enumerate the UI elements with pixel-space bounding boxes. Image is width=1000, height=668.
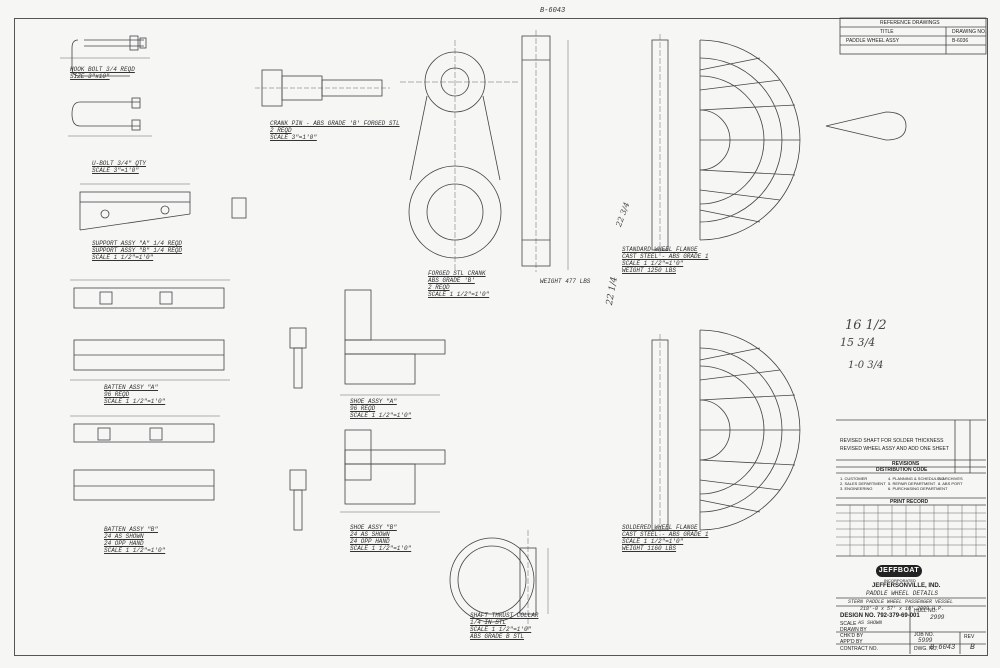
distribution-item-6: 6. PURCHASING DEPARTMENT xyxy=(888,486,948,491)
forged-crank-label: FORGED STL CRANK ABS GRADE 'B' 2 REQD SC… xyxy=(428,270,490,298)
hull-value: 2999 xyxy=(930,614,945,621)
u-bolt-label: U-BOLT 3/4" QTY SCALE 3"=1'0" xyxy=(92,160,147,174)
handwritten-note-1: 16 1/2 xyxy=(845,318,887,333)
scale-value: AS SHOWN xyxy=(858,620,883,626)
distribution-item-3: 3. ENGINEERING xyxy=(840,486,873,491)
job-value: 5999 xyxy=(918,637,933,644)
drawing-border xyxy=(14,18,988,656)
rev-label: REV xyxy=(964,634,975,640)
batten-a-label: BATTEN ASSY "A" 96 REQD SCALE 1 1/2"=1'0… xyxy=(104,384,166,405)
distribution-header: DISTRIBUTION CODE xyxy=(876,467,928,473)
title-line-1: PADDLE WHEEL DETAILS xyxy=(866,590,939,597)
jeffboat-logo: JEFFBOAT xyxy=(876,565,922,577)
hook-bolt-label: HOOK BOLT 3/4 REQD SIZE 3"x10" xyxy=(70,66,135,80)
revisions-header: REVISIONS xyxy=(892,461,920,467)
distribution-item-2: 2. SALES DEPARTMENT xyxy=(840,481,886,486)
distribution-item-7: 7. ARCHIVES xyxy=(938,476,963,481)
reference-header: REFERENCE DRAWINGS xyxy=(880,20,940,26)
revision-line-1: REVISED SHAFT FOR SOLDER THICKNESS xyxy=(840,438,944,444)
reference-col-drawing: DRAWING NO. xyxy=(952,29,987,35)
company-sub: INCORPORATED xyxy=(884,578,916,583)
distribution-item-4: 4. PLANNING & SCHEDULING xyxy=(888,476,945,481)
revision-line-2: REVISED WHEEL ASSY AND ADD ONE SHEET xyxy=(840,446,949,452)
print-record-header: PRINT RECORD xyxy=(890,499,929,505)
handwritten-note-3: 1-0 3/4 xyxy=(848,360,884,371)
approved-label: APP'D BY xyxy=(840,639,863,645)
handwritten-note-2: 15 3/4 xyxy=(840,336,876,349)
dwg-label: DWG. NO. xyxy=(914,646,938,652)
title-line-3: 218'-0 x 57' x 16' 2000 H.P. xyxy=(860,606,945,612)
batten-b-label: BATTEN ASSY "B" 24 AS SHOWN 24 OPP HAND … xyxy=(104,526,166,554)
reference-row-number: B-6036 xyxy=(952,38,969,44)
distribution-item-1: 1. CUSTOMER xyxy=(840,476,868,481)
thrust-collar-label: SHAFT THRUST COLLAR 1/4 IN STL SCALE 1 1… xyxy=(470,612,539,640)
distribution-item-5: 5. REPAIR DEPARTMENT xyxy=(888,481,936,486)
title-line-2: STERN PADDLE WHEEL PASSENGER VESSEL xyxy=(848,599,954,605)
company-city: JEFFERSONVILLE, IND. xyxy=(872,583,941,589)
support-label: SUPPORT ASSY "A" 1/4 REQD SUPPORT ASSY "… xyxy=(92,240,183,261)
reference-row-title: PADDLE WHEEL ASSY xyxy=(846,38,900,44)
reference-col-title: TITLE xyxy=(880,29,894,35)
shoe-a-label: SHOE ASSY "A" 96 REQD SCALE 1 1/2"=1'0" xyxy=(350,398,412,419)
checked-label: CHK'D BY xyxy=(840,633,864,639)
distribution-item-8: 8. ABS PORT xyxy=(938,481,963,486)
design-number: DESIGN NO. 792-379-69-001 xyxy=(840,613,920,619)
scale-label: SCALE xyxy=(840,621,857,627)
contract-label: CONTRACT NO. xyxy=(840,646,878,652)
top-flange-label: STANDARD WHEEL FLANGE CAST STEEL - ABS G… xyxy=(622,246,709,274)
shoe-b-label: SHOE ASSY "B" 24 AS SHOWN 24 OPP HAND SC… xyxy=(350,524,412,552)
dwg-value: B-6043 xyxy=(930,644,956,652)
job-label: JOB NO. xyxy=(914,632,935,638)
corner-number: B-6043 xyxy=(540,7,566,15)
rev-value: B xyxy=(970,643,975,652)
bottom-flange-label: SOLDERED WHEEL FLANGE CAST STEEL - ABS G… xyxy=(622,524,709,552)
hull-label: HULL NO. xyxy=(914,608,937,614)
drawn-label: DRAWN BY xyxy=(840,627,867,633)
crank-pin-label: CRANK PIN - ABS GRADE 'B' FORGED STL 2 R… xyxy=(270,120,400,141)
crank-weight: WEIGHT 477 LBS xyxy=(540,278,591,285)
